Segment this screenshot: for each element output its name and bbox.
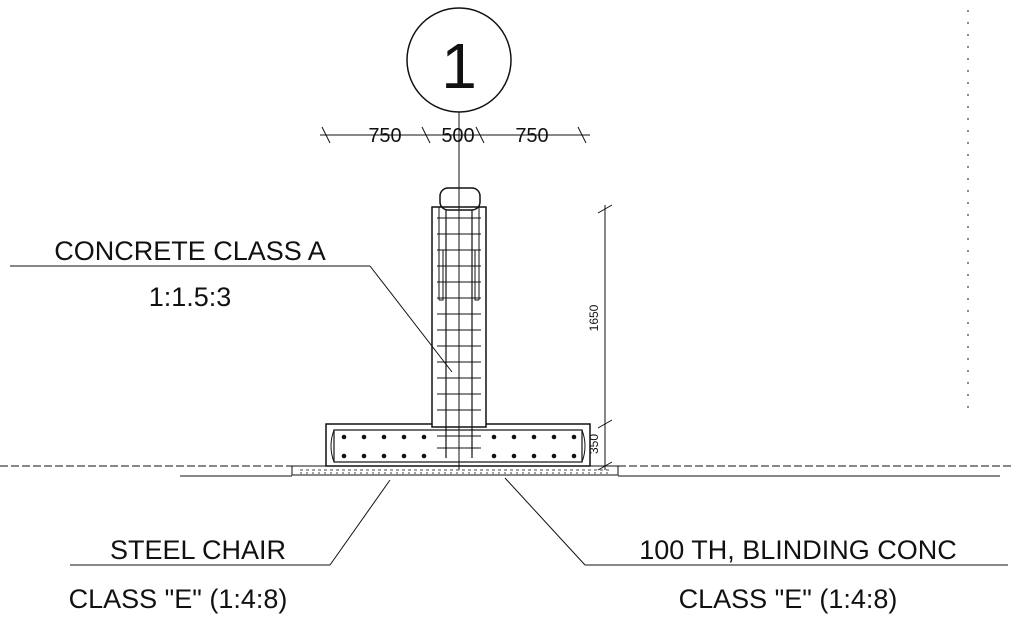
dim-left: 750 xyxy=(368,125,401,147)
top-dimension-line xyxy=(320,126,590,144)
footing xyxy=(325,423,591,467)
dim-right: 750 xyxy=(515,125,548,147)
blinding-class-label: CLASS "E" (1:4:8) xyxy=(679,584,898,614)
blinding-layer xyxy=(291,465,619,476)
grid-marker-number: 1 xyxy=(441,30,477,102)
dim-middle: 500 xyxy=(441,125,474,147)
dim-column-height: 1650 xyxy=(587,304,601,331)
ground-line xyxy=(0,465,1014,477)
steel-chair-class-label: CLASS "E" (1:4:8) xyxy=(69,584,288,614)
concrete-mix-label: 1:1.5:3 xyxy=(149,282,232,312)
column xyxy=(431,187,487,458)
leader-lines xyxy=(10,265,1008,566)
blinding-label: 100 TH, BLINDING CONC xyxy=(639,535,957,565)
concrete-class-label: CONCRETE CLASS A xyxy=(54,236,326,266)
column-stirrups xyxy=(437,217,481,449)
vertical-dimension-line xyxy=(597,204,613,471)
dim-footing-thickness: 350 xyxy=(587,434,601,454)
footing-rebar-dots xyxy=(341,434,577,459)
steel-chair-label: STEEL CHAIR xyxy=(110,535,286,565)
